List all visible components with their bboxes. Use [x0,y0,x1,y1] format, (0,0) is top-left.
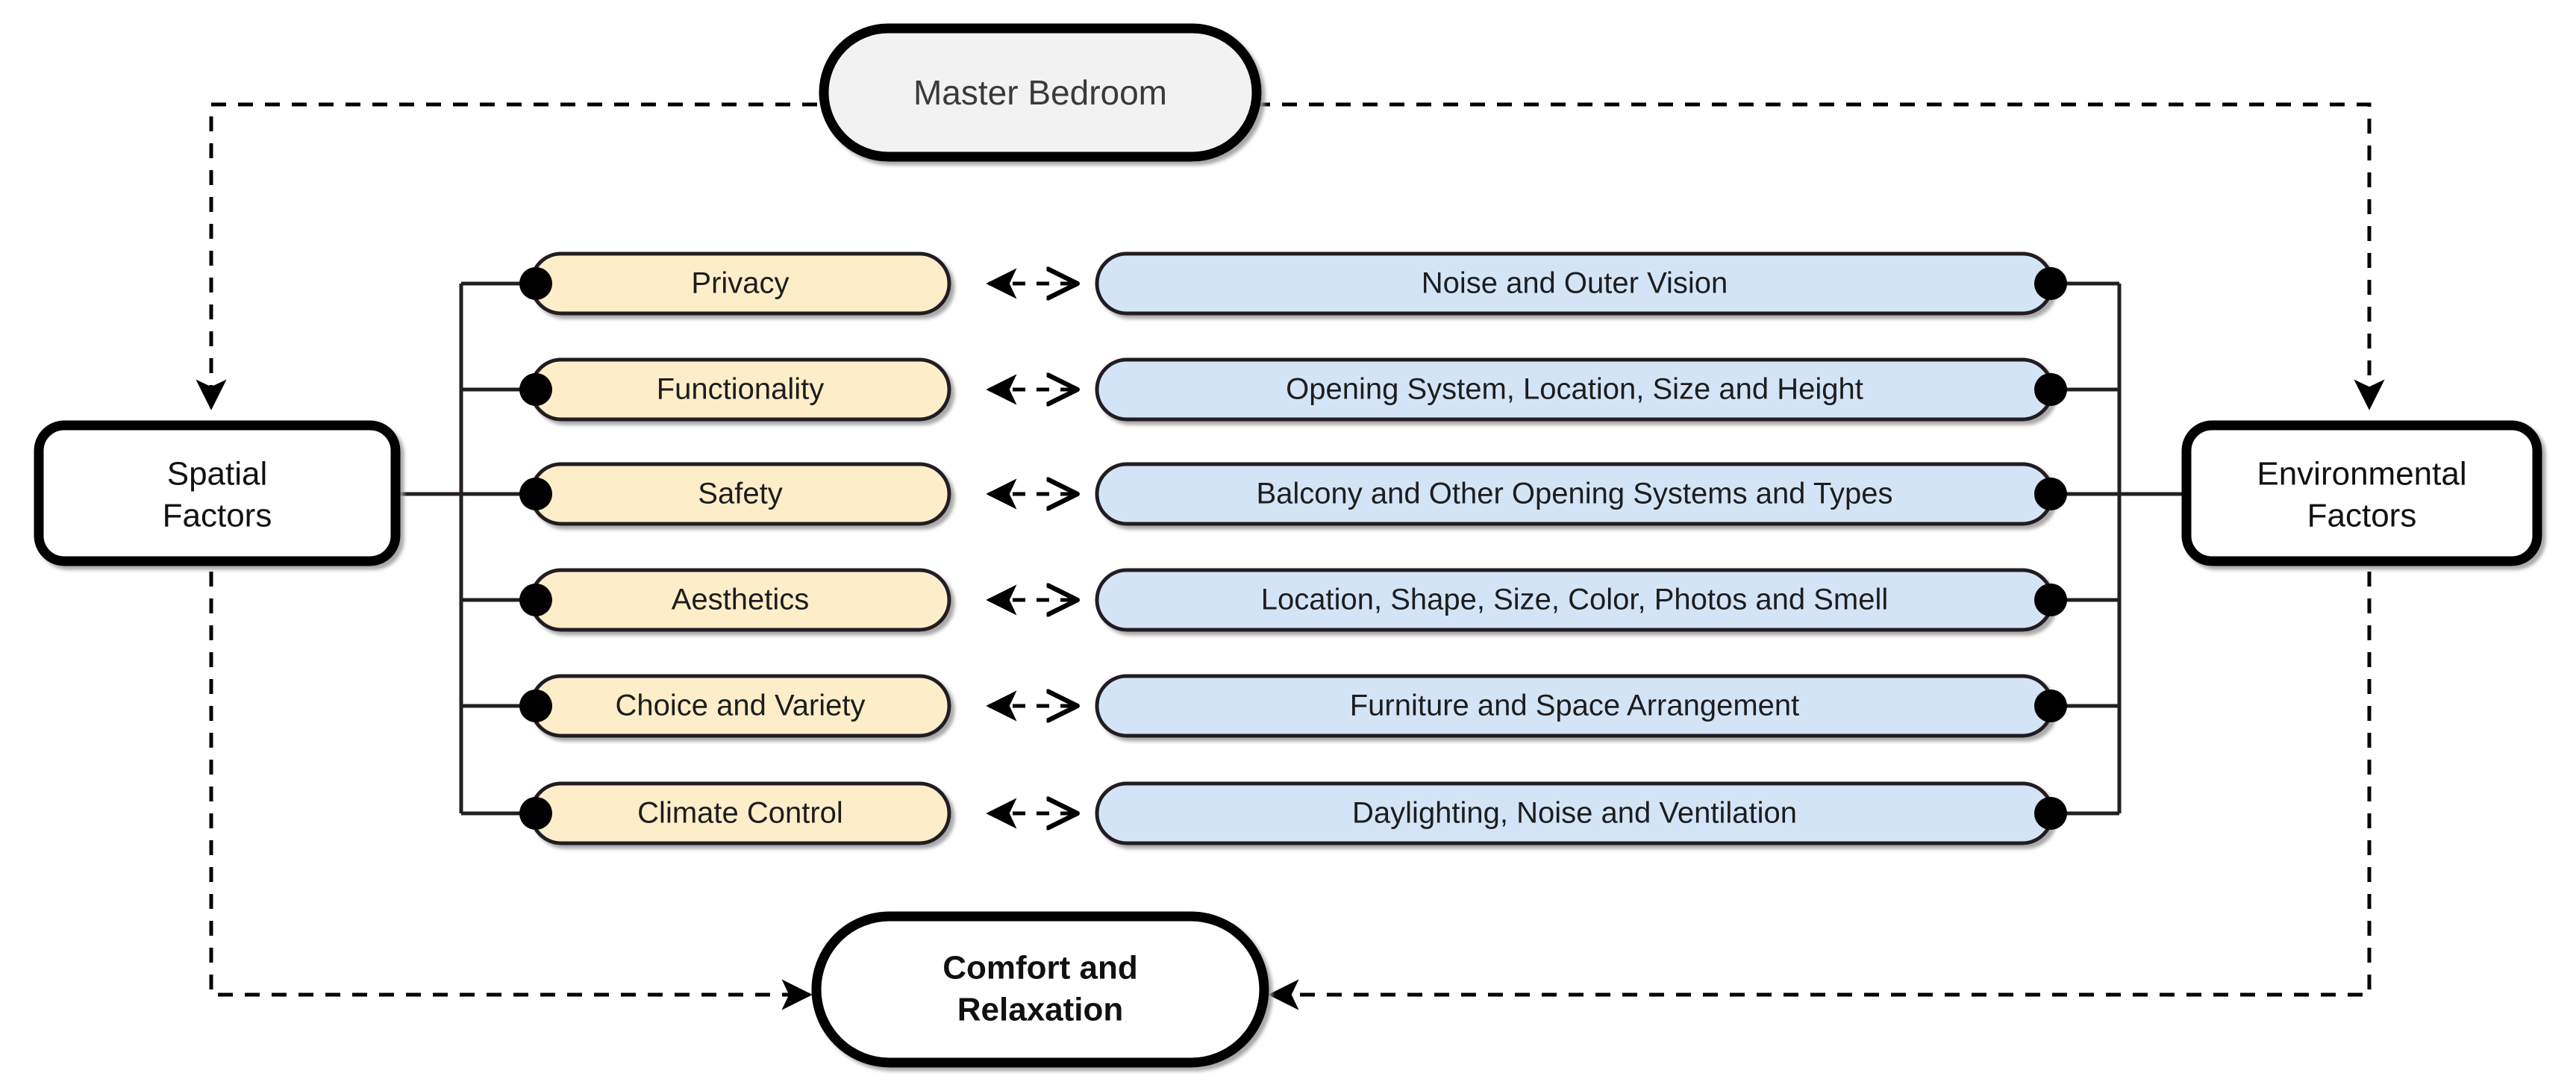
spatial-pill-label: Aesthetics [672,584,810,616]
environmental-pill-label: Furniture and Space Arrangement [1350,689,1800,722]
environmental-pill-noise-and-outer-vision[interactable]: Noise and Outer Vision [1095,251,2054,316]
spatial-pill-list: Privacy Functionality Safety Aesthetics … [529,251,951,845]
flow-master-to-spatial [196,102,817,410]
flow-environmental-to-comfort [1268,545,2372,1010]
environmental-pill-label: Noise and Outer Vision [1422,267,1728,300]
comfort-and-relaxation-node[interactable]: Comfort and Relaxation [811,911,1269,1068]
environmental-pill-balcony[interactable]: Balcony and Other Opening Systems and Ty… [1095,462,2054,526]
spatial-factors-label-line2: Factors [163,498,272,534]
environmental-factors-node[interactable]: Environmental Factors [2181,420,2542,566]
right-connector-dot [2034,373,2067,406]
spatial-pill-aesthetics[interactable]: Aesthetics [529,568,951,632]
master-bedroom-label: Master Bedroom [913,73,1167,112]
right-connector-dot [2034,797,2067,830]
spatial-factors-node[interactable]: Spatial Factors [34,420,401,566]
dashed-flow-group [196,102,2385,1010]
spatial-pill-label: Climate Control [637,797,843,830]
environmental-factors-label-line1: Environmental [2257,456,2466,492]
left-connector-dot [519,267,552,300]
left-connector-dot [519,584,552,616]
left-connector-dot [519,373,552,406]
spatial-pill-safety[interactable]: Safety [529,462,951,526]
left-connector-dot [519,689,552,722]
spatial-pill-label: Privacy [691,267,789,300]
environmental-pill-label: Balcony and Other Opening Systems and Ty… [1256,478,1892,510]
spatial-pill-climate-control[interactable]: Climate Control [529,781,951,845]
spatial-pill-functionality[interactable]: Functionality [529,357,951,422]
environmental-pill-location-shape-size[interactable]: Location, Shape, Size, Color, Photos and… [1095,568,2054,632]
environmental-pill-label: Opening System, Location, Size and Heigh… [1286,373,1863,406]
environmental-pill-list: Noise and Outer Vision Opening System, L… [1095,251,2054,845]
right-connector-dot [2034,584,2067,616]
environmental-factors-label-line2: Factors [2307,498,2417,534]
row-link-group [989,284,1075,813]
comfort-label-line1: Comfort and [942,950,1138,986]
comfort-label-line2: Relaxation [957,992,1124,1028]
spatial-pill-label: Choice and Variety [616,689,866,722]
spatial-pill-choice-and-variety[interactable]: Choice and Variety [529,674,951,738]
flow-master-to-environmental [1255,102,2385,410]
spatial-factors-label-line1: Spatial [167,456,268,492]
master-bedroom-node[interactable]: Master Bedroom [819,23,1262,162]
environmental-pill-furniture-and-space[interactable]: Furniture and Space Arrangement [1095,674,2054,738]
environmental-pill-daylighting[interactable]: Daylighting, Noise and Ventilation [1095,781,2054,845]
left-connector-dot [519,797,552,830]
spatial-pill-privacy[interactable]: Privacy [529,251,951,316]
environmental-pill-opening-system[interactable]: Opening System, Location, Size and Heigh… [1095,357,2054,422]
right-connector-dot [2034,267,2067,300]
spatial-pill-label: Functionality [657,373,825,406]
spatial-pill-label: Safety [698,478,782,510]
right-connector-dot [2034,689,2067,722]
environmental-pill-label: Location, Shape, Size, Color, Photos and… [1261,584,1889,616]
connector-dot-group [519,267,2067,830]
left-connector-dot [519,478,552,510]
right-connector-dot [2034,478,2067,510]
environmental-pill-label: Daylighting, Noise and Ventilation [1352,797,1797,830]
